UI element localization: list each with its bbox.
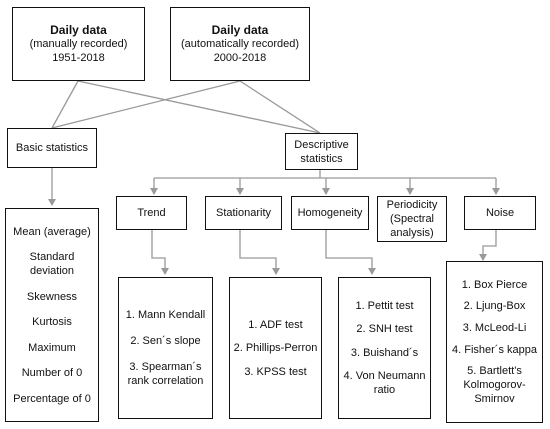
trend-label: Trend: [137, 207, 166, 219]
noise-test-5: 5. Bartlett's Kolmogorov- Smirnov: [463, 364, 525, 406]
noise-box: Noise: [464, 196, 536, 230]
homogeneity-label: Homogeneity: [297, 207, 363, 219]
periodicity-line2: (Spectral: [389, 213, 435, 225]
homogeneity-test-4-line2: ratio: [373, 383, 396, 396]
basic-statistics-label: Basic statistics: [15, 142, 89, 154]
auto-data-title: Daily data: [211, 23, 269, 37]
homogeneity-test-4: 4. Von Neumann ratio: [344, 369, 426, 397]
basic-item-percentage-zero: Percentage of 0: [13, 392, 91, 405]
basic-item-mean: Mean (average): [13, 225, 91, 238]
trend-test-3-line2: rank correlation: [127, 375, 204, 387]
homogeneity-tests-box: 1. Pettit test 2. SNH test 3. Buishand´s…: [338, 277, 431, 419]
stationarity-box: Stationarity: [205, 196, 282, 230]
connector-manual-descriptive: [77, 80, 321, 134]
noise-test-1: 1. Box Pierce: [461, 278, 528, 291]
noise-test-4: 4. Fisher´s kappa: [452, 343, 537, 356]
basic-item-number-zero: Number of 0: [21, 367, 83, 379]
arrow-homogeneity-to-tests: [325, 230, 376, 275]
noise-test-3: 3. McLeod-Li: [462, 321, 527, 334]
trend-tests-box: 1. Mann Kendall 2. Sen´s slope 3. Spearm…: [118, 277, 213, 419]
basic-item-kurtosis: Kurtosis: [32, 316, 72, 328]
basic-item-std-line2: deviation: [29, 265, 75, 277]
arrow-noise-to-tests: [479, 230, 497, 261]
auto-data-subtitle: (automatically recorded): [181, 38, 299, 50]
basic-item-std-line1: Standard: [29, 251, 75, 263]
noise-test-5-line2: Kolmogorov-: [463, 379, 526, 392]
homogeneity-test-4-line1: 4. Von Neumann: [343, 369, 426, 382]
auto-data-box: Daily data (automatically recorded) 2000…: [170, 7, 310, 81]
trend-test-3: 3. Spearman´s rank correlation: [128, 360, 204, 388]
basic-item-std: Standard deviation: [30, 250, 75, 278]
noise-tests-box: 1. Box Pierce 2. Ljung-Box 3. McLeod-Li …: [446, 261, 543, 423]
periodicity-box: Periodicity (Spectral analysis): [377, 196, 447, 242]
basic-item-maximum: Maximum: [28, 341, 76, 354]
descriptive-line1: Descriptive: [294, 138, 349, 151]
stationarity-test-1: 1. ADF test: [248, 318, 303, 331]
stationarity-test-2: 2. Phillips-Perron: [233, 342, 318, 354]
stationarity-label: Stationarity: [215, 207, 272, 219]
basic-statistics-box: Basic statistics: [7, 128, 97, 168]
periodicity-line3: analysis): [390, 227, 434, 239]
manual-data-title: Daily data: [50, 23, 107, 37]
connector-auto-descriptive: [239, 80, 321, 134]
descriptive-statistics-box: Descriptive statistics: [285, 133, 358, 170]
trend-test-3-line1: 3. Spearman´s: [129, 361, 202, 373]
trend-test-2: 2. Sen´s slope: [130, 335, 201, 347]
stationarity-test-3: 3. KPSS test: [244, 365, 307, 378]
homogeneity-box: Homogeneity: [291, 196, 369, 230]
noise-test-5-line1: 5. Bartlett's: [467, 365, 522, 378]
connector-manual-basic: [51, 80, 79, 129]
manual-data-subtitle: (manually recorded): [29, 38, 128, 50]
basic-statistics-list: Mean (average) Standard deviation Skewne…: [5, 208, 99, 422]
periodicity-line1: Periodicity: [386, 199, 438, 211]
homogeneity-test-2: 2. SNH test: [356, 323, 413, 336]
homogeneity-test-3: 3. Buishand´s: [350, 346, 419, 359]
noise-label: Noise: [485, 207, 515, 219]
noise-test-5-line3: Smirnov: [474, 393, 515, 406]
arrow-stationarity-to-tests: [239, 230, 280, 275]
trend-test-1: 1. Mann Kendall: [125, 309, 206, 321]
homogeneity-test-1: 1. Pettit test: [355, 300, 414, 313]
manual-data-years: 1951-2018: [52, 52, 105, 64]
connector-auto-basic: [51, 80, 241, 129]
descriptive-line2: statistics: [300, 152, 343, 165]
stationarity-tests-box: 1. ADF test 2. Phillips-Perron 3. KPSS t…: [229, 277, 322, 419]
noise-test-2: 2. Ljung-Box: [463, 300, 526, 313]
arrow-trend-to-tests: [151, 230, 169, 275]
basic-item-skewness: Skewness: [26, 290, 78, 303]
auto-data-years: 2000-2018: [213, 52, 267, 64]
trend-box: Trend: [116, 196, 187, 230]
manual-data-box: Daily data (manually recorded) 1951-2018: [12, 7, 145, 81]
